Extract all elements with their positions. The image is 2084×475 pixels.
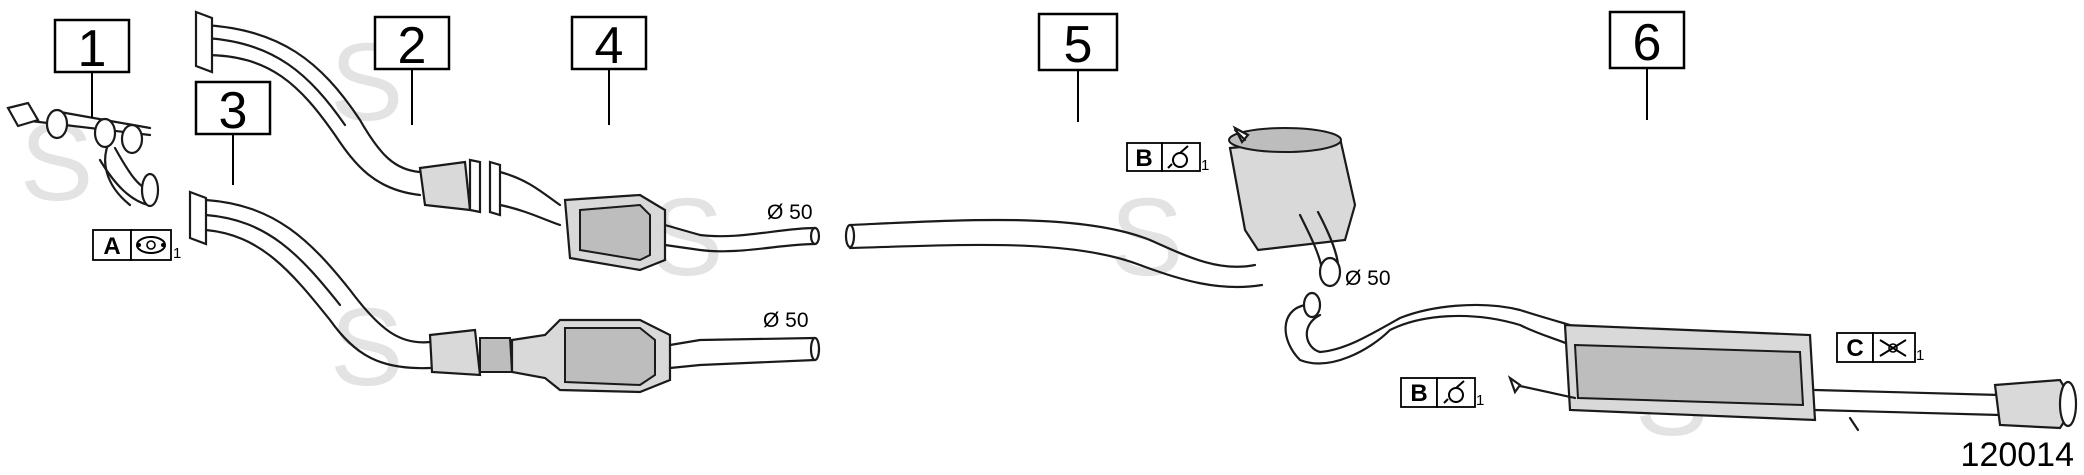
part-6-rear-silencer — [1284, 291, 2078, 432]
svg-text:3: 3 — [219, 82, 248, 140]
clamp-icon — [1879, 339, 1907, 357]
part-number-3: 3 — [194, 80, 272, 185]
part-1-exhaust-manifold — [6, 101, 160, 208]
svg-text:4: 4 — [595, 17, 624, 75]
ref-gasket-a: A 1 — [92, 229, 181, 262]
part-4-catalytic-converter-upper — [488, 160, 821, 272]
svg-text:S: S — [330, 286, 403, 409]
diameter-label-pipe-3: Ø 50 — [763, 309, 809, 332]
svg-text:S: S — [1110, 176, 1183, 299]
part-number-5: 5 — [1037, 12, 1119, 122]
svg-text:1: 1 — [1201, 157, 1209, 174]
part-number-1: 1 — [53, 18, 131, 118]
svg-text:C: C — [1846, 335, 1863, 362]
rubber-hanger-icon — [1443, 380, 1465, 404]
rubber-hanger-icon — [1167, 145, 1189, 169]
ref-clamp-c: C 1 — [1836, 332, 1924, 364]
ref-hanger-b-rear: B 1 — [1400, 377, 1484, 409]
part-number-2: 2 — [373, 15, 451, 125]
svg-text:A: A — [103, 233, 120, 260]
svg-text:B: B — [1410, 380, 1427, 407]
svg-text:1: 1 — [173, 245, 181, 262]
svg-text:1: 1 — [1476, 392, 1484, 409]
svg-text:B: B — [1135, 145, 1152, 172]
part-5-intermediate-pipe — [844, 125, 1357, 289]
svg-text:1: 1 — [78, 20, 107, 78]
svg-text:1: 1 — [1916, 347, 1924, 364]
svg-text:6: 6 — [1633, 14, 1662, 72]
part-2-front-pipe-upper — [194, 10, 482, 214]
svg-text:5: 5 — [1064, 16, 1093, 74]
drawing-number: 120014 — [1961, 436, 2074, 474]
part-number-6: 6 — [1608, 10, 1686, 120]
gasket-icon — [136, 236, 166, 254]
svg-text:2: 2 — [398, 17, 427, 75]
ref-hanger-b-middle: B 1 — [1126, 142, 1209, 174]
diameter-label-pipe-2: Ø 50 — [767, 201, 813, 224]
part-number-4: 4 — [570, 15, 648, 125]
part-3-front-pipe-lower — [188, 190, 821, 394]
diameter-label-middle-silencer: Ø 50 — [1345, 267, 1391, 290]
